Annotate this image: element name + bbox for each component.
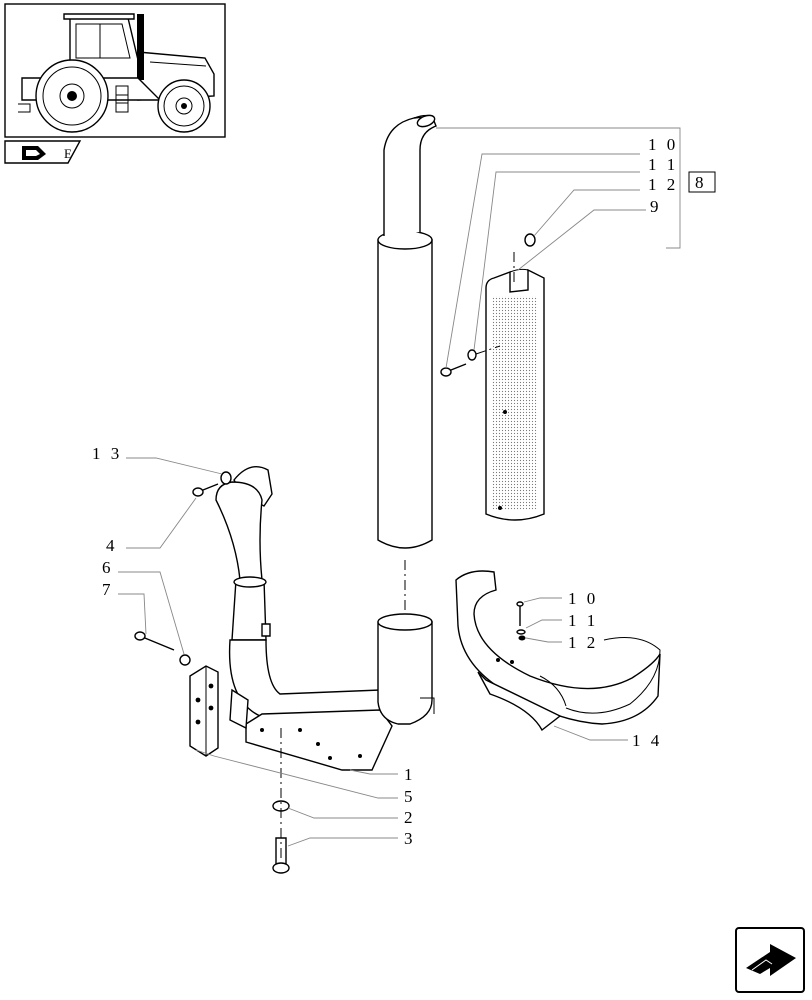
callout-6: 6 bbox=[102, 558, 114, 577]
callout-10-lower: 1 0 bbox=[568, 589, 598, 608]
callout-13: 1 3 bbox=[92, 444, 122, 463]
leader-lines bbox=[118, 127, 681, 847]
flange-bolt bbox=[192, 483, 219, 497]
shield-nut bbox=[524, 233, 536, 247]
section-book-icon bbox=[22, 146, 46, 160]
lower-shield-nut bbox=[518, 635, 526, 641]
callout-1: 1 bbox=[404, 765, 416, 784]
lower-shield-washer bbox=[516, 629, 526, 635]
shield-bolt bbox=[440, 363, 467, 377]
lower-shield-bolt bbox=[516, 601, 524, 626]
bracket-washer bbox=[179, 654, 191, 666]
next-page-arrow-icon bbox=[746, 944, 796, 976]
callout-5: 5 bbox=[404, 787, 416, 806]
callout-8: 8 bbox=[695, 173, 707, 192]
axis-shield-bolt bbox=[475, 345, 501, 355]
callout-10-upper: 1 0 bbox=[648, 135, 678, 154]
elbow-exhaust-pipe bbox=[215, 466, 393, 771]
next-page-button[interactable] bbox=[735, 927, 805, 993]
lower-heat-shield bbox=[455, 570, 661, 732]
bracket-bolt bbox=[134, 631, 175, 651]
section-reference[interactable]: E bbox=[4, 140, 82, 164]
callout-12-upper: 1 2 bbox=[648, 175, 678, 194]
callout-11-upper: 1 1 bbox=[648, 155, 678, 174]
tractor-thumbnail bbox=[4, 3, 226, 138]
tractor-thumbnail-icon bbox=[18, 13, 215, 133]
heat-shield bbox=[485, 268, 545, 521]
flange-washer bbox=[220, 471, 232, 485]
callout-7: 7 bbox=[102, 580, 114, 599]
callout-8-box: 8 bbox=[688, 171, 716, 193]
callout-2: 2 bbox=[404, 808, 416, 827]
callout-11-lower: 1 1 bbox=[568, 611, 598, 630]
silencer-stub bbox=[377, 613, 435, 725]
upper-exhaust-pipe bbox=[377, 114, 437, 549]
callout-9: 9 bbox=[650, 197, 662, 216]
callout-14: 1 4 bbox=[632, 731, 662, 750]
shield-washer bbox=[467, 349, 477, 361]
section-code: E bbox=[64, 146, 75, 161]
mounting-bracket bbox=[189, 665, 219, 757]
callout-4: 4 bbox=[106, 536, 118, 555]
callout-12-lower: 1 2 bbox=[568, 633, 598, 652]
callout-3: 3 bbox=[404, 829, 416, 848]
